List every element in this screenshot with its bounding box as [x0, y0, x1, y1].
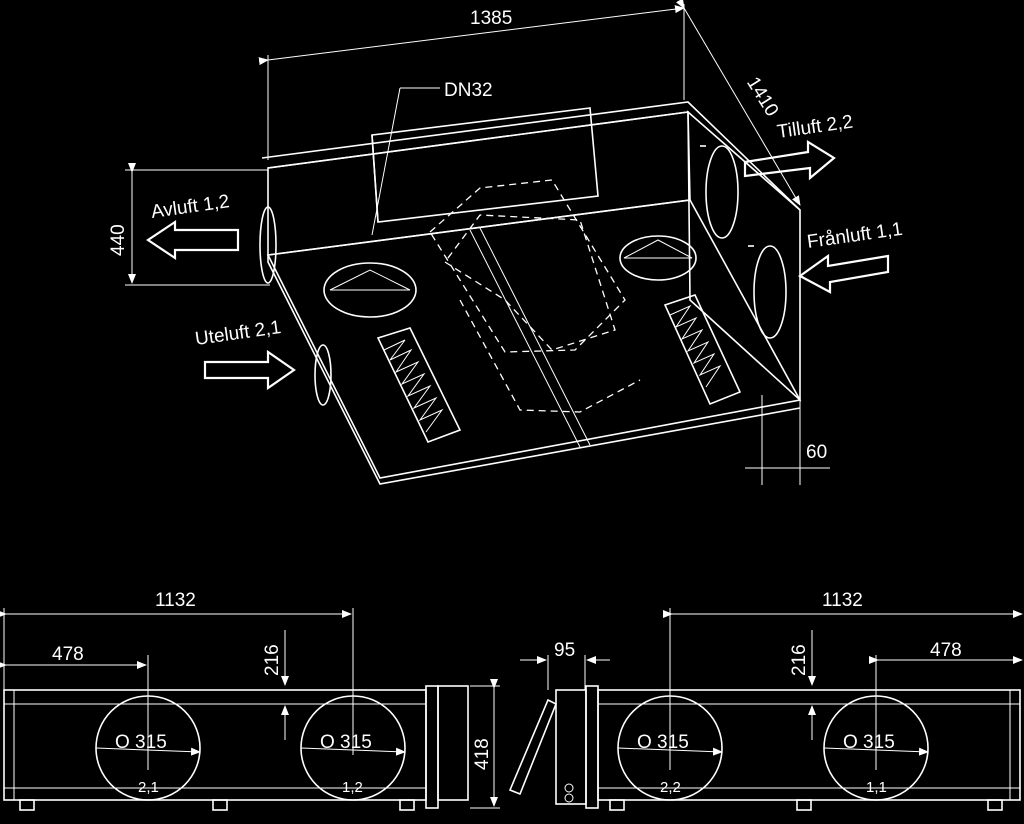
right-diam1: O 315 — [637, 732, 689, 753]
left-elevation: 1132 478 216 O 315 2,1 O 315 1,2 418 — [0, 590, 500, 811]
label-uteluft: Uteluft 2,1 — [194, 317, 283, 350]
right-dim-first: 478 — [930, 640, 962, 661]
isometric-view: 1385 1410 440 DN32 — [108, 0, 904, 485]
left-port2: 1,2 — [342, 779, 363, 796]
left-diam1: O 315 — [115, 732, 167, 753]
arrow-tilluft-icon — [743, 140, 836, 181]
dim-depth-label: 1410 — [742, 73, 782, 120]
left-diam2: O 315 — [320, 732, 372, 753]
right-port1: 2,2 — [660, 779, 681, 796]
right-dim-height: 216 — [789, 644, 810, 676]
label-franluft: Frånluft 1,1 — [806, 219, 904, 253]
left-dim-first: 478 — [52, 644, 84, 665]
right-dim-side: 95 — [554, 640, 575, 661]
right-port2: 1,1 — [866, 779, 887, 796]
right-diam2: O 315 — [843, 732, 895, 753]
label-avluft: Avluft 1,2 — [150, 191, 231, 223]
arrow-uteluft-icon — [203, 349, 296, 391]
arrow-franluft-icon — [797, 253, 890, 294]
dim-offset-label: 60 — [806, 442, 827, 463]
arrow-avluft-icon — [146, 219, 240, 261]
right-dim-total: 1132 — [822, 590, 863, 611]
dn-label: DN32 — [444, 80, 493, 101]
left-port1: 2,1 — [138, 779, 159, 796]
left-dim-height: 216 — [262, 644, 283, 676]
label-tilluft: Tilluft 2,2 — [776, 112, 855, 143]
right-elevation: 1132 478 216 95 O 315 2,2 O 315 — [508, 590, 1023, 811]
dim-line-width — [258, 5, 685, 66]
left-dim-total: 1132 — [155, 590, 196, 611]
dim-height-label: 440 — [108, 224, 129, 256]
dim-width-label: 1385 — [470, 8, 512, 29]
left-dim-side: 418 — [472, 738, 493, 770]
dim-line-depth — [675, 0, 801, 206]
